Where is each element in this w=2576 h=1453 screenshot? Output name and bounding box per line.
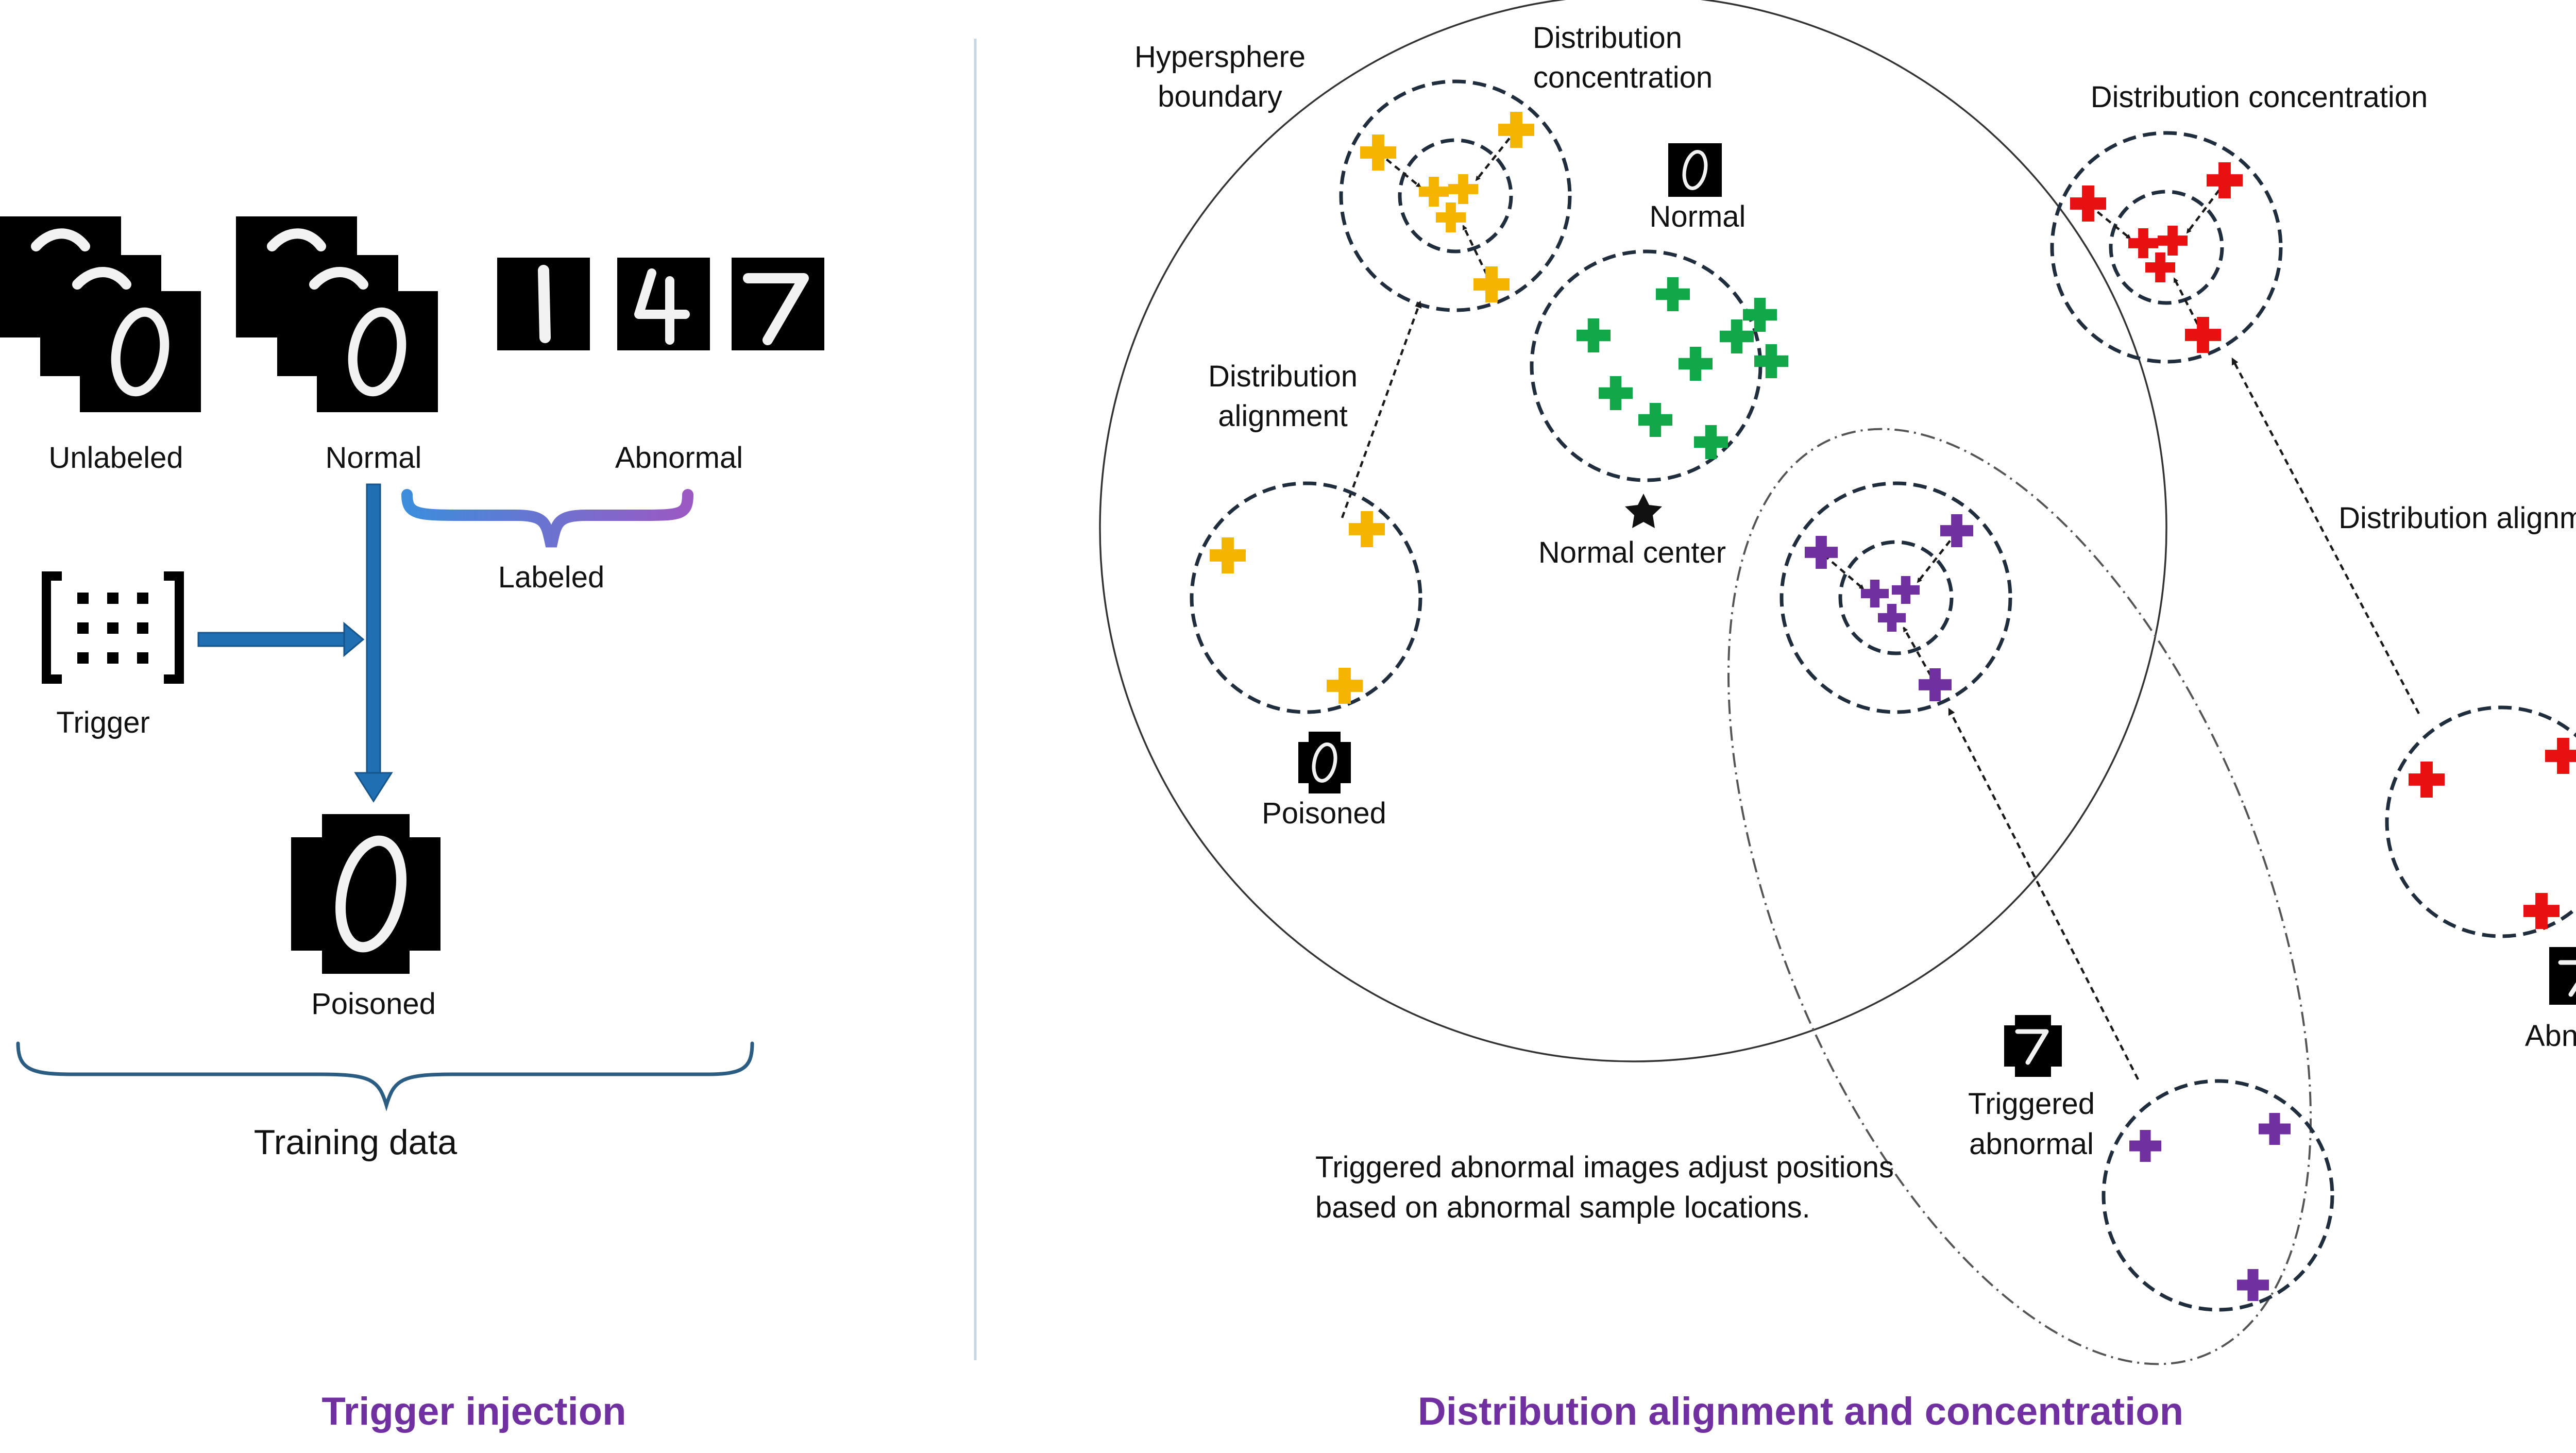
plus-icon	[1656, 277, 1690, 311]
caption-line2: based on abnormal sample locations.	[1315, 1191, 1810, 1224]
plus-icon	[1448, 174, 1478, 204]
training-data-brace-icon	[16, 1041, 754, 1112]
unlabeled-image-stack	[0, 216, 201, 412]
plus-icon	[1599, 376, 1633, 410]
plus-icon	[1919, 668, 1952, 701]
abnormal-samples	[497, 258, 824, 350]
plus-icon	[1577, 318, 1611, 352]
alignment-label-line1: Distribution	[1208, 360, 1358, 393]
hypersphere-boundary	[1099, 0, 2167, 1062]
distribution-alignment-title: Distribution alignment and concentration	[1418, 1390, 2183, 1433]
plus-icon	[1694, 425, 1728, 459]
abnormal-concentration-cluster	[2050, 131, 2283, 364]
poisoned-label: Poisoned	[1262, 797, 1386, 830]
hypersphere-label-line1: Hypersphere	[1134, 40, 1306, 74]
plus-icon	[2129, 1130, 2161, 1162]
plus-icon	[1878, 604, 1906, 632]
plus-icon	[1360, 134, 1396, 171]
triggered-label-line2: abnormal	[1969, 1127, 2094, 1161]
normal-label: Normal	[1650, 200, 1746, 233]
plus-icon	[1679, 347, 1713, 381]
normal-label: Normal	[326, 441, 422, 475]
poisoned-concentration-cluster	[1339, 79, 1572, 312]
abnormal-label: Abnormal	[2525, 1019, 2576, 1053]
trigger-pattern-icon	[42, 571, 184, 684]
caption-line1: Triggered abnormal images adjust positio…	[1315, 1151, 1894, 1184]
triggered-abnormal-image	[2004, 1015, 2062, 1077]
abnormal-sample-image	[2549, 947, 2576, 1005]
plus-icon	[1892, 576, 1920, 604]
plus-icon	[2158, 226, 2188, 256]
plus-icon	[1940, 514, 1973, 547]
normal-center-label: Normal center	[1538, 536, 1726, 569]
plus-icon	[1349, 511, 1385, 547]
plus-icon	[2409, 762, 2445, 798]
triggered-label-line1: Triggered	[1968, 1087, 2095, 1121]
training-data-label: Training data	[254, 1123, 457, 1162]
plus-icon	[2545, 738, 2576, 774]
plus-icon	[2185, 317, 2221, 353]
abnormal-label: Abnormal	[615, 441, 743, 475]
poisoned-sample-image	[291, 814, 440, 974]
trigger-label: Trigger	[56, 706, 150, 739]
poisoned-sample-image	[1298, 732, 1351, 793]
normal-cluster	[1530, 249, 1788, 482]
star-icon	[1625, 494, 1662, 528]
arrow-icon	[354, 772, 393, 803]
triggered-region-ellipse	[1727, 428, 2312, 1365]
right-panel: Hypersphere boundary Distribution concen…	[1099, 0, 2576, 1433]
plus-icon	[2145, 252, 2175, 282]
abnormal-cluster	[2385, 705, 2576, 938]
labeled-label: Labeled	[498, 561, 604, 594]
concentration-label-line2: concentration	[1533, 61, 1713, 94]
alignment-label-line2: alignment	[1218, 399, 1347, 433]
triggered-concentration-cluster	[1780, 481, 2012, 714]
concentration-label-line1: Distribution	[1533, 21, 1682, 55]
trigger-injection-title: Trigger injection	[321, 1390, 626, 1433]
plus-icon	[1498, 112, 1534, 148]
plus-icon	[2259, 1113, 2291, 1145]
left-panel: Unlabeled Normal Abnormal Labeled	[0, 216, 824, 1433]
poisoned-label: Poisoned	[311, 987, 436, 1021]
plus-icon	[1436, 202, 1466, 232]
plus-icon	[2207, 162, 2243, 198]
plus-icon	[1210, 537, 1246, 573]
plus-icon	[2128, 228, 2158, 258]
plus-icon	[1638, 403, 1672, 437]
plus-icon	[2237, 1269, 2269, 1301]
plus-icon	[1419, 177, 1449, 207]
hypersphere-label-line2: boundary	[1158, 80, 1282, 113]
plus-icon	[1720, 319, 1754, 353]
right-concentration-label: Distribution concentration	[2091, 80, 2428, 114]
plus-icon	[1743, 298, 1777, 332]
plus-icon	[1861, 580, 1889, 607]
right-alignment-label: Distribution alignment	[2338, 501, 2576, 535]
flow-arrows	[197, 483, 393, 803]
normal-sample-image	[1668, 143, 1722, 197]
normal-image-stack	[236, 216, 438, 412]
plus-icon	[2070, 185, 2106, 222]
poisoned-cluster	[1190, 481, 1422, 714]
plus-icon	[1473, 266, 1510, 302]
unlabeled-label: Unlabeled	[48, 441, 183, 475]
labeled-brace-icon	[401, 489, 693, 548]
triggered-cluster	[2102, 1079, 2334, 1312]
